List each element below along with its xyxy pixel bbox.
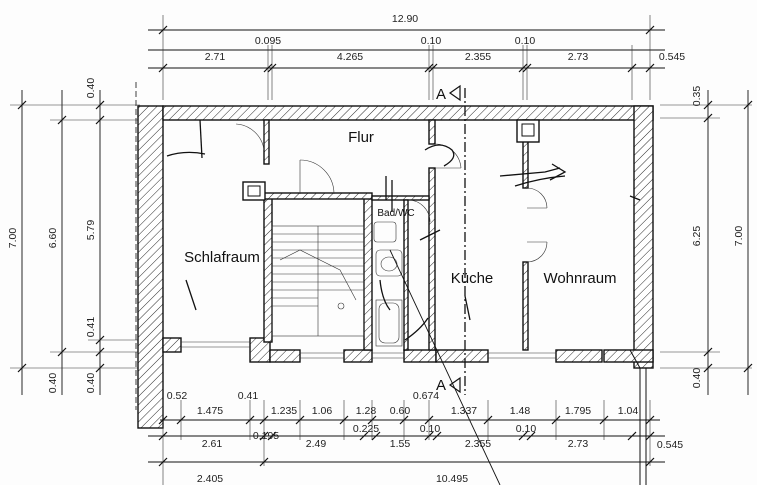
dim-bottom-r1-3: 0.674 [413,390,439,402]
dim-bottom-r2-3: 1.06 [312,405,333,417]
dim-bottom-r3-4: 0.225 [353,423,379,435]
dim-bottom-r3-2: 0.195 [253,430,279,442]
kitchen-left-wall [428,167,436,351]
dim-bottom-r2-5: 0.60 [390,405,411,417]
dim-bottom-r2-7: 1.48 [510,405,531,417]
doors [235,123,548,263]
dim-left-mid: 6.60 [47,228,59,249]
dim-right-top: 0.35 [691,86,703,107]
section-arrow-top [448,84,461,102]
stair-right-wall [363,195,373,351]
dim-left-outer: 7.00 [7,228,19,249]
dim-left-inner: 5.79 [85,220,97,241]
stair-top-wall [263,192,373,200]
pen-annotations [166,119,647,485]
walls [137,105,654,429]
bathroom-fixtures [373,221,403,347]
top-exterior-wall [162,105,654,121]
staircase [271,225,365,337]
dim-bottom-r3-9: 2.73 [568,438,589,450]
dim-bottom-r2-1: 1.475 [197,405,223,417]
dim-bottom-r1-2: 0.41 [238,390,259,402]
dim-right-outer: 7.00 [733,226,745,247]
dim-bottom-r4-2: 10.495 [436,473,468,485]
dim-top-4: 0.10 [421,35,442,47]
dim-bottom-r1-1: 0.52 [167,390,188,402]
left-dimension-chain: 7.00 6.60 5.79 0.40 0.41 0.40 0.40 [7,78,140,395]
dim-left-bottom-b: 0.40 [85,373,97,394]
dim-top-1: 2.71 [205,51,226,63]
dim-bottom-r3-10: 0.545 [657,439,683,451]
dim-bottom-r2-4: 1.28 [356,405,377,417]
dim-bottom-r3-5: 1.55 [390,438,411,450]
room-label-schlafraum: Schlafraum [184,249,260,266]
living-left-wall [522,261,529,351]
dim-left-top: 0.40 [85,78,97,99]
dim-top-5: 2.355 [465,51,491,63]
chimneys [242,119,540,201]
dim-bottom-r2-9: 1.04 [618,405,639,417]
room-label-kueche: Küche [451,270,494,287]
section-label-top: A [436,86,446,103]
top-dimension-chain: 12.90 2.71 0.095 4.265 0.10 2.355 0.10 2… [148,13,685,100]
right-dimension-chain: 0.35 6.25 7.00 0.40 [660,86,753,395]
dim-top-8: 0.545 [659,51,685,63]
room-label-wohnraum: Wohnraum [543,270,616,287]
dim-left-bottom-a: 0.40 [47,373,59,394]
dim-bottom-r3-3: 2.49 [306,438,327,450]
bottom-dimension-chain: 0.52 0.41 0.674 1.475 1.235 1.06 1.28 0.… [148,390,683,485]
room-label-bad-wc: Bad/WC [377,208,414,219]
dim-bottom-r2-6: 1.337 [451,405,477,417]
dim-top-3: 4.265 [337,51,363,63]
dim-right-inner: 6.25 [691,226,703,247]
stair-left-wall [263,195,273,343]
dim-bottom-r2-8: 1.795 [565,405,591,417]
left-exterior-wall [137,105,164,429]
right-exterior-wall [633,105,654,369]
dim-bottom-r4-1: 2.405 [197,473,223,485]
dim-top-7: 2.73 [568,51,589,63]
section-label-bottom: A [436,377,446,394]
dim-bottom-r3-6: 0.10 [420,423,441,435]
dim-bottom-r3-1: 2.61 [202,438,223,450]
dim-top-total: 12.90 [392,13,418,25]
dim-top-6: 0.10 [515,35,536,47]
dim-top-2: 0.095 [255,35,281,47]
dim-bottom-r3-8: 0.10 [516,423,537,435]
dim-right-bottom: 0.40 [691,368,703,389]
dim-bottom-r2-2: 1.235 [271,405,297,417]
dim-bottom-r3-7: 2.355 [465,438,491,450]
dim-left-sill: 0.41 [85,317,97,338]
room-label-flur: Flur [348,129,374,146]
